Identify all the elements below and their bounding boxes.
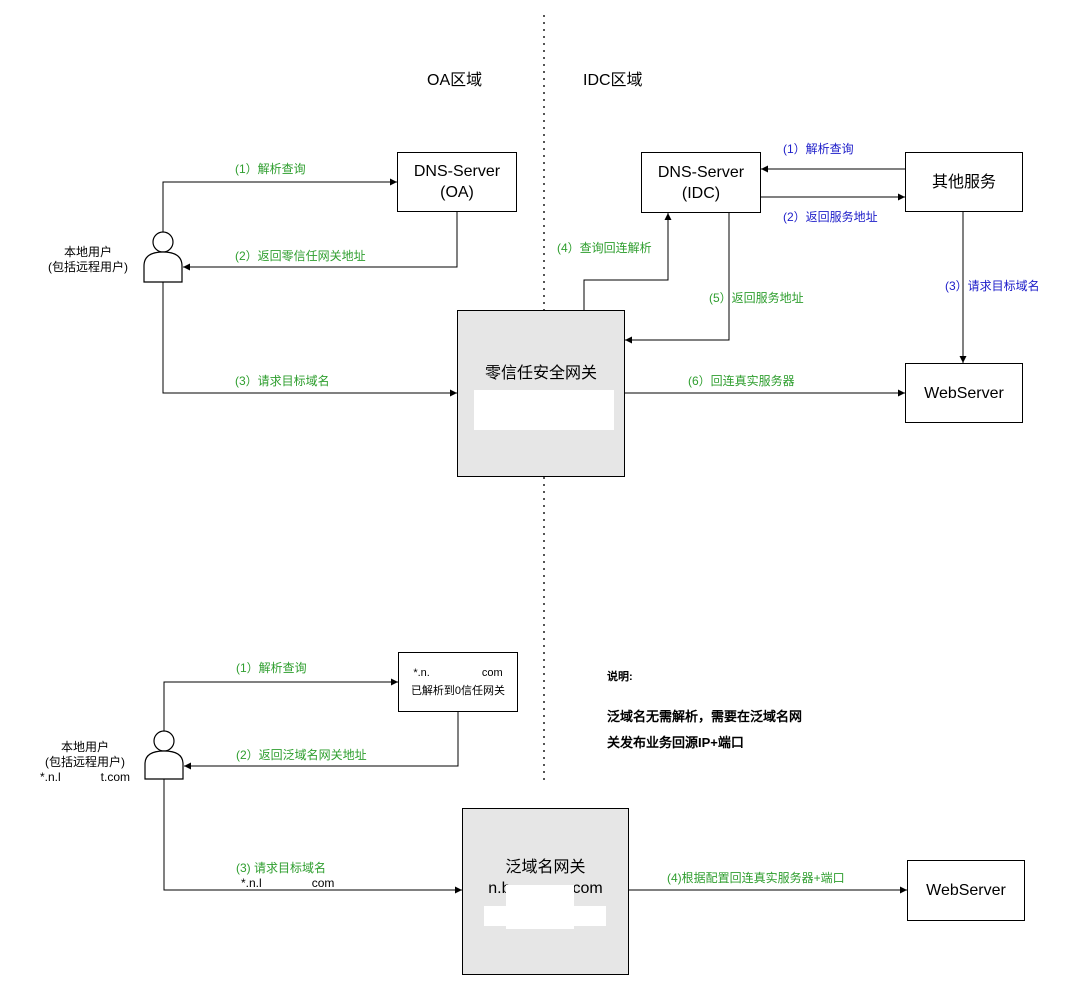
label-oa-1: (1）解析查询 (235, 162, 306, 176)
wildcard-dns-box: *.n. com 已解析到0信任网关 (398, 652, 518, 712)
label-oa-2: (2）返回零信任网关地址 (235, 249, 366, 263)
user-icon-top (143, 231, 183, 283)
arrow-oa-1 (162, 178, 397, 232)
webserver-bottom-label: WebServer (926, 882, 1006, 899)
label-svc-1: (1）解析查询 (783, 142, 854, 156)
arrow-idc-5 (625, 213, 730, 344)
other-service-box: 其他服务 (905, 152, 1023, 212)
wildcard-dns-line1: *.n. com (413, 664, 502, 682)
label-b-3-sub-b: com (311, 876, 335, 890)
label-idc-6: (6）回连真实服务器 (688, 374, 795, 388)
dns-server-idc-line2: (IDC) (681, 184, 721, 202)
arrow-b-3 (163, 779, 462, 894)
redaction-block-bottom-2 (506, 885, 574, 929)
user-bottom-line3-a: *.n.l (39, 770, 61, 784)
user-top-line1: 本地用户 (63, 245, 112, 259)
label-b-2: (2）返回泛域名网关地址 (236, 748, 367, 762)
label-idc-4: (4）查询回连解析 (557, 241, 652, 255)
wildcard-dns-line1-b: com (481, 667, 503, 679)
dns-server-oa-line1: DNS-Server (413, 163, 501, 180)
label-b-4: (4)根据配置回连真实服务器+端口 (667, 871, 845, 885)
label-b-1: (1）解析查询 (236, 661, 307, 675)
arrow-oa-3 (162, 282, 457, 397)
wildcard-gateway-line2-a: n.b (488, 880, 511, 897)
arrow-oa-2 (183, 212, 458, 271)
zero-trust-gateway-label: 零信任安全网关 (484, 365, 597, 382)
dns-server-oa-line2: (OA) (440, 184, 474, 201)
user-top-line2: (包括远程用户) (48, 260, 128, 274)
note-title: 说明: (607, 671, 633, 683)
user-bottom-line2: (包括远程用户) (45, 755, 125, 769)
webserver-bottom-box: WebServer (907, 860, 1025, 921)
user-bottom-line1: 本地用户 (60, 740, 109, 754)
wildcard-dns-line2: 已解析到0信任网关 (410, 685, 506, 697)
wildcard-dns-line1-a: *.n. (413, 667, 430, 679)
arrow-b-1 (163, 678, 398, 731)
user-bottom-text: 本地用户 (包括远程用户) *.n.l t.com (30, 740, 140, 785)
note-body: 泛域名无需解析，需要在泛域名网 关发布业务回源IP+端口 (607, 704, 847, 756)
region-label-idc: IDC区域 (583, 72, 643, 89)
dns-server-idc-box: DNS-Server (IDC) (641, 152, 761, 213)
arrow-idc-4 (583, 213, 672, 310)
label-b-3: (3) 请求目标域名 (236, 861, 327, 875)
webserver-top-label: WebServer (924, 384, 1004, 402)
webserver-top-box: WebServer (905, 363, 1023, 423)
label-oa-3: (3）请求目标域名 (235, 374, 330, 388)
label-idc-5: (5）返回服务地址 (709, 291, 804, 305)
region-label-oa: OA区域 (427, 72, 483, 89)
wildcard-gateway-line2-b: com (572, 880, 603, 897)
user-top-text: 本地用户 (包括远程用户) (38, 245, 138, 275)
label-svc-3: (3）请求目标域名 (945, 279, 1040, 293)
dns-server-idc-line1: DNS-Server (657, 163, 745, 181)
label-b-3-sub-a: *.n.l (241, 876, 262, 890)
redaction-block (474, 390, 614, 430)
dns-server-oa-box: DNS-Server (OA) (397, 152, 517, 212)
user-bottom-line3-b: t.com (100, 770, 131, 784)
label-b-3-sub: *.n.l com (241, 876, 334, 890)
other-service-label: 其他服务 (931, 173, 996, 191)
label-svc-2: (2）返回服务地址 (783, 210, 878, 224)
arrow-b-2 (184, 712, 459, 770)
note-line1: 泛域名无需解析，需要在泛域名网 (607, 709, 803, 724)
wildcard-gateway-line2: n.b com (488, 878, 602, 899)
note-line2: 关发布业务回源IP+端口 (607, 735, 744, 750)
wildcard-gateway-line1: 泛域名网关 (505, 859, 586, 876)
user-icon-bottom (144, 730, 184, 780)
user-bottom-line3: *.n.l t.com (30, 770, 140, 785)
